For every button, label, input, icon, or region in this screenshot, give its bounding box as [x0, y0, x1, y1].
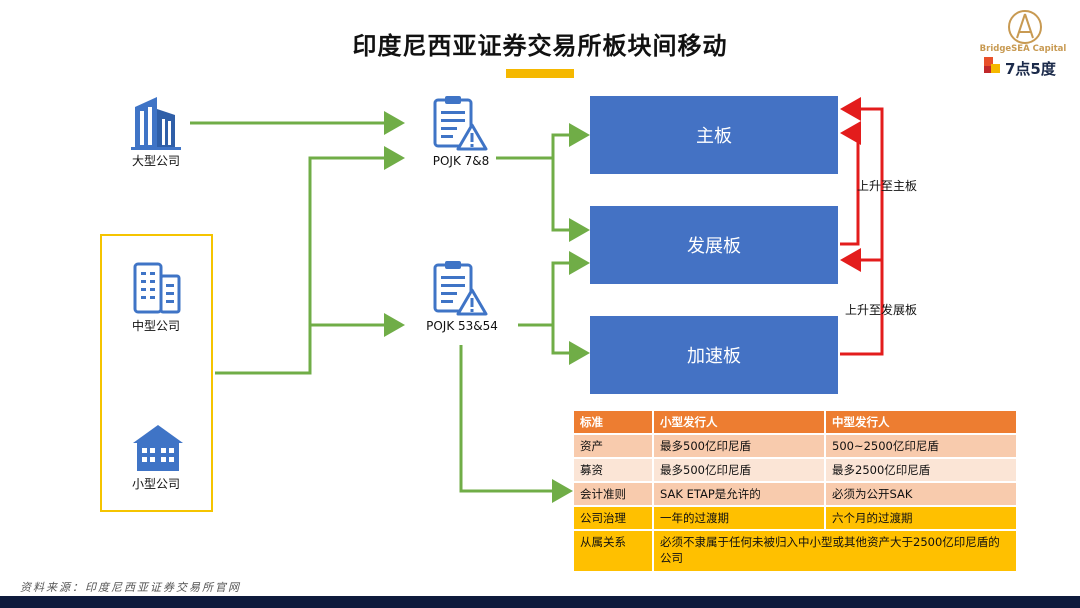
table-cell: 最多500亿印尼盾	[653, 458, 826, 482]
table-header-row: 标准 小型发行人 中型发行人	[574, 411, 1018, 434]
table-cell: SAK ETAP是允许的	[653, 482, 826, 506]
source-note: 资料来源：印度尼西亚证券交易所官网	[20, 581, 241, 594]
table-cell: 会计准则	[574, 482, 654, 506]
table-header-cell: 小型发行人	[653, 411, 826, 434]
table-cell: 六个月的过渡期	[825, 506, 1018, 530]
table-cell: 公司治理	[574, 506, 654, 530]
page-title: 印度尼西亚证券交易所板块间移动	[352, 32, 728, 60]
issuer-standards-table: 标准 小型发行人 中型发行人 资产 最多500亿印尼盾 500~2500亿印尼盾…	[574, 411, 1018, 573]
logo-brand: 7点5度	[1005, 60, 1056, 78]
move-to-main-label: 上升至主板	[857, 179, 918, 193]
brand-mark-icon	[984, 57, 1000, 73]
table-cell: 最多500亿印尼盾	[653, 434, 826, 458]
bridgesea-logo-icon	[1008, 10, 1042, 44]
development-board: 发展板	[590, 206, 838, 284]
table-row: 公司治理 一年的过渡期 六个月的过渡期	[574, 506, 1018, 530]
acceleration-board: 加速板	[590, 316, 838, 394]
table-header-cell: 中型发行人	[825, 411, 1018, 434]
pojk-53-54-label: POJK 53&54	[426, 319, 498, 333]
development-board-label: 发展板	[687, 236, 741, 257]
small-company-house-icon	[133, 425, 183, 471]
regulation-document-warning-icon	[433, 261, 488, 316]
move-to-development-label: 上升至发展板	[845, 303, 918, 317]
table-cell: 必须为公开SAK	[825, 482, 1018, 506]
table-cell: 一年的过渡期	[653, 506, 826, 530]
logo-name: BridgeSEA Capital	[979, 44, 1067, 54]
footer-bar	[0, 596, 1080, 608]
acceleration-board-label: 加速板	[687, 346, 741, 367]
medium-company-label: 中型公司	[131, 319, 180, 333]
main-board: 主板	[590, 96, 838, 174]
table-cell: 资产	[574, 434, 654, 458]
table-cell: 募资	[574, 458, 654, 482]
title-underline	[506, 69, 574, 78]
table-row: 资产 最多500亿印尼盾 500~2500亿印尼盾	[574, 434, 1018, 458]
regulation-document-warning-icon	[433, 96, 488, 151]
table-cell: 必须不隶属于任何未被归入中小型或其他资产大于2500亿印尼盾的公司	[653, 530, 1018, 572]
medium-company-building-icon	[133, 262, 181, 314]
table-row: 会计准则 SAK ETAP是允许的 必须为公开SAK	[574, 482, 1018, 506]
large-company-building-icon	[131, 97, 181, 150]
table-cell: 最多2500亿印尼盾	[825, 458, 1018, 482]
large-company-label: 大型公司	[131, 154, 180, 168]
table-header-cell: 标准	[574, 411, 654, 434]
table-row: 从属关系 必须不隶属于任何未被归入中小型或其他资产大于2500亿印尼盾的公司	[574, 530, 1018, 572]
table-cell: 从属关系	[574, 530, 654, 572]
small-company-label: 小型公司	[131, 477, 180, 491]
pojk-7-8-label: POJK 7&8	[432, 154, 490, 168]
table-row: 募资 最多500亿印尼盾 最多2500亿印尼盾	[574, 458, 1018, 482]
sme-group-box	[100, 234, 213, 512]
table-cell: 500~2500亿印尼盾	[825, 434, 1018, 458]
main-board-label: 主板	[696, 126, 732, 147]
